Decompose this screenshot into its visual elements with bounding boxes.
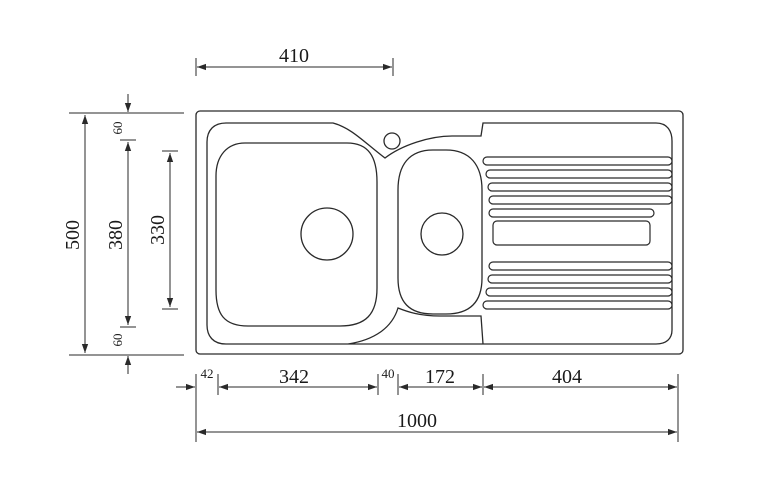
dim-label-60-bottom: 60 xyxy=(110,334,125,347)
dim-label-500: 500 xyxy=(62,220,84,250)
dim-overall-width: 1000 xyxy=(197,410,677,436)
large-bowl-drain xyxy=(300,207,354,261)
sink-inner-rim xyxy=(206,122,673,345)
drainer-groove xyxy=(487,274,673,284)
sink-outer-edge xyxy=(195,110,684,355)
drainer-groove xyxy=(488,208,655,218)
drainer-groove xyxy=(482,300,673,310)
dim-label-380: 380 xyxy=(105,220,127,250)
dim-label-330: 330 xyxy=(147,215,169,245)
dim-chain-horizontal: 42 342 40 172 404 xyxy=(176,366,679,442)
drainer-board xyxy=(482,156,673,310)
sink-outline xyxy=(195,110,684,355)
large-bowl xyxy=(215,142,378,327)
dim-inner-height: 380 xyxy=(105,139,136,328)
drainer-groove xyxy=(488,195,673,205)
drainer-drain-well xyxy=(492,220,651,246)
small-bowl xyxy=(397,149,483,315)
tap-hole xyxy=(383,132,401,150)
dim-label-342: 342 xyxy=(279,366,309,388)
drainer-groove xyxy=(487,182,673,192)
dim-label-1000: 1000 xyxy=(397,410,437,432)
drainer-groove xyxy=(485,287,673,297)
drainer-groove xyxy=(482,156,673,166)
drainer-groove xyxy=(488,261,673,271)
small-bowl-drain xyxy=(420,212,464,256)
dim-label-60-top: 60 xyxy=(110,122,125,135)
large-bowl-outline xyxy=(215,142,378,327)
dim-label-42: 42 xyxy=(201,366,214,381)
dim-label-172: 172 xyxy=(425,366,455,388)
dim-margins-vertical: 60 60 xyxy=(110,94,132,374)
dim-label-40: 40 xyxy=(382,366,395,381)
drainer-groove xyxy=(485,169,673,179)
dim-overall-height: 500 xyxy=(62,112,184,356)
small-bowl-outline xyxy=(397,149,483,315)
dim-label-410: 410 xyxy=(279,45,309,67)
dim-label-404: 404 xyxy=(552,366,582,388)
dim-bowl-height: 330 xyxy=(147,150,178,310)
dim-top-width: 410 xyxy=(195,45,394,76)
